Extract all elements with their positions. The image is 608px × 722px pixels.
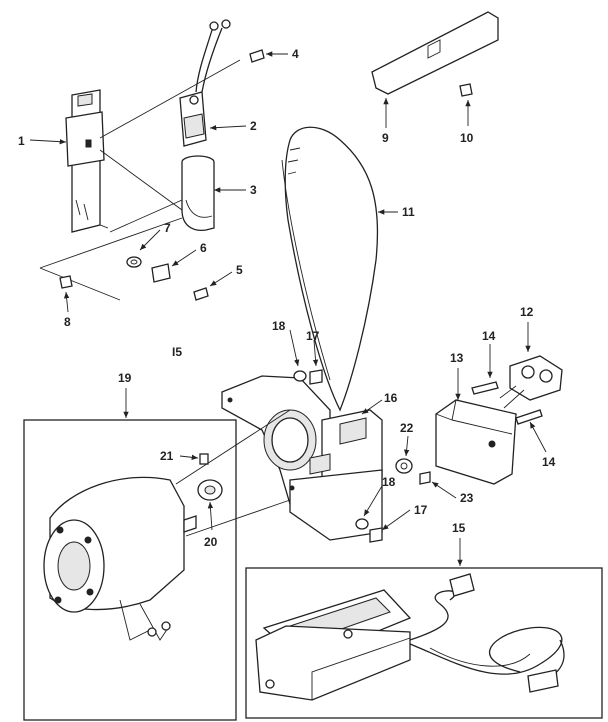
mounting-bracket [65,89,109,233]
callout-11: 11 [402,205,415,219]
wire-connector [179,19,231,147]
screw-17a [309,369,323,385]
callout-5: 5 [236,263,243,277]
capacitor-box [435,399,517,485]
belt-cover [281,126,379,412]
clip-6 [151,263,171,283]
callout-19: 19 [118,371,132,385]
callout-18a: 18 [272,319,286,333]
cover-plate [371,11,499,95]
motor-bracket [221,375,383,541]
screw-17b [369,527,383,543]
motor-inset-frame [23,419,237,721]
callout-2: 2 [250,119,257,133]
screw-10 [459,83,473,97]
callout-4: 4 [292,47,299,61]
screw-14b [515,409,543,425]
screw-8 [59,275,73,289]
callout-10: 10 [460,131,474,145]
foot-control [255,589,412,701]
callout-16: 16 [384,391,398,405]
callout-15-alt: I5 [172,345,182,359]
motor [43,476,197,641]
callout-20: 20 [204,535,218,549]
pulley-20 [197,479,223,501]
screw-23 [419,471,431,485]
callout-14a: 14 [482,329,496,343]
washer-18a [293,370,307,382]
callout-23: 23 [460,491,474,505]
washer-18b [355,518,369,530]
switch-assembly [499,355,563,409]
callout-9: 9 [382,131,389,145]
callout-15: 15 [452,521,466,535]
screw-14a [471,381,499,395]
callout-14b: 14 [542,455,556,469]
callout-8: 8 [64,315,71,329]
callout-7: 7 [164,221,171,235]
nut-22 [395,458,413,474]
callout-3: 3 [250,183,257,197]
washer-7 [126,256,142,268]
foot-control-inset-frame [245,567,603,719]
screw-4 [249,49,265,63]
callout-21: 21 [160,449,174,463]
callout-6: 6 [200,241,207,255]
callout-18b: 18 [382,475,396,489]
callout-1: 1 [18,134,25,148]
callout-22: 22 [400,421,414,435]
setscrew-21 [199,453,209,465]
callout-17b: 17 [414,503,428,517]
lamp-socket [181,155,215,231]
callout-13: 13 [450,351,464,365]
callout-17a: 17 [306,329,320,343]
screw-5 [193,287,209,301]
callout-12: 12 [520,305,534,319]
power-cord [409,573,565,693]
